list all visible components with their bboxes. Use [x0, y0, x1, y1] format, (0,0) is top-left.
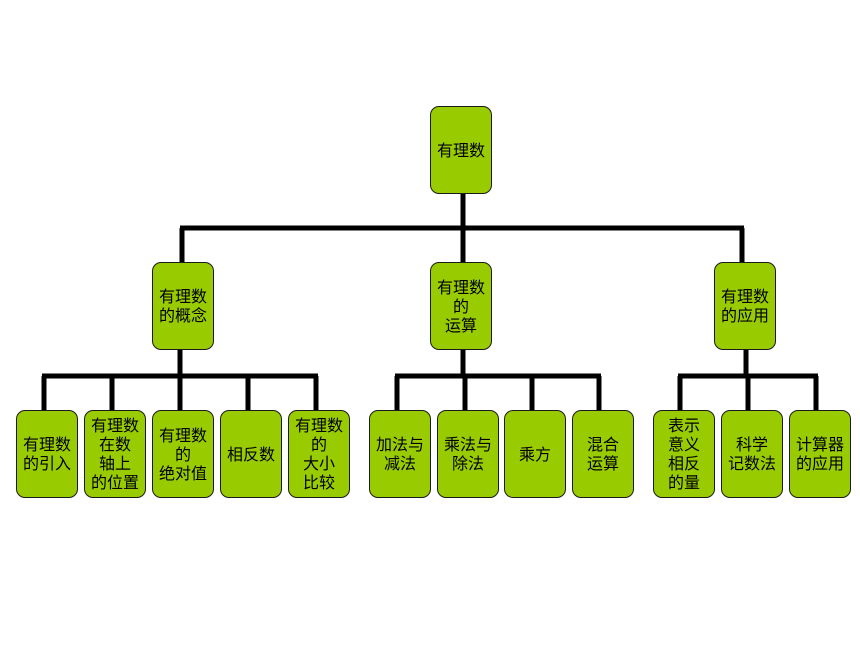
leaf-node-multiplication-division: 乘法与 除法	[437, 410, 499, 498]
branch-node-applications: 有理数 的应用	[714, 262, 776, 350]
leaf-node-power: 乘方	[504, 410, 566, 498]
leaf-node-absolute-value: 有理数 的 绝对值	[152, 410, 214, 498]
leaf-node-addition-subtraction: 加法与 减法	[369, 410, 431, 498]
leaf-node-opposite-number: 相反数	[220, 410, 282, 498]
leaf-node-introduction: 有理数 的引入	[16, 410, 78, 498]
leaf-node-mixed-operations: 混合 运算	[572, 410, 634, 498]
leaf-node-scientific-notation: 科学 记数法	[721, 410, 783, 498]
leaf-node-number-line: 有理数 在数 轴上 的位置	[84, 410, 146, 498]
leaf-node-opposite-quantities: 表示 意义 相反 的量	[653, 410, 715, 498]
branch-node-concept: 有理数 的概念	[152, 262, 214, 350]
leaf-node-calculator: 计算器 的应用	[789, 410, 851, 498]
root-node: 有理数	[430, 106, 492, 194]
branch-node-operations: 有理数 的 运算	[430, 262, 492, 350]
leaf-node-comparison: 有理数 的 大小 比较	[288, 410, 350, 498]
